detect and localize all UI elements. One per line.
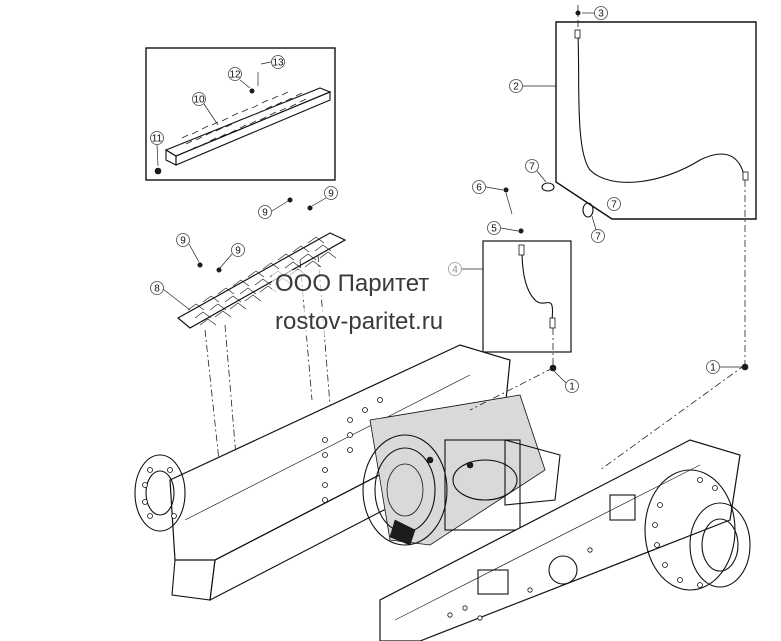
callout-7-right: 7 — [591, 229, 605, 243]
callout-label: 2 — [513, 82, 519, 93]
fittings — [503, 10, 749, 372]
callout-9-c: 9 — [258, 205, 272, 219]
callout-label: 11 — [152, 134, 163, 145]
callout-label: 7 — [529, 162, 535, 173]
callout-1-left: 1 — [565, 379, 579, 393]
watermark-company: ООО Паритет — [272, 270, 433, 298]
callout-7-hose: 7 — [607, 197, 621, 211]
callout-11: 11 — [150, 131, 164, 145]
callout-2: 2 — [509, 79, 523, 93]
plate-perforations — [181, 91, 307, 151]
callout-label: 8 — [154, 284, 160, 295]
inset-walkway-plate — [145, 47, 336, 181]
callout-9-b: 9 — [231, 243, 245, 257]
callout-label: 4 — [452, 265, 458, 276]
callout-label: 7 — [611, 200, 617, 211]
callout-5: 5 — [487, 221, 501, 235]
hose-leader-lines — [469, 5, 746, 471]
callout-label: 9 — [328, 189, 334, 200]
callout-label: 13 — [272, 58, 284, 69]
callout-label: 9 — [262, 208, 268, 219]
callout-label: 9 — [235, 246, 241, 257]
callout-label: 6 — [476, 183, 482, 194]
callout-10: 10 — [192, 92, 206, 106]
callout-label: 1 — [569, 382, 575, 393]
callout-7-top: 7 — [525, 159, 539, 173]
callout-3: 3 — [594, 6, 608, 20]
callout-9-d: 9 — [324, 186, 338, 200]
center-axle-housing — [362, 394, 561, 546]
callout-12: 12 — [228, 67, 242, 81]
inset-hose-small — [482, 240, 572, 353]
watermark-url: rostov-paritet.ru — [272, 308, 447, 336]
callout-label: 5 — [491, 224, 497, 235]
callout-label: 1 — [710, 363, 716, 374]
callout-9-a: 9 — [176, 233, 190, 247]
callout-6: 6 — [472, 180, 486, 194]
callout-label: 3 — [598, 9, 604, 20]
callout-label: 7 — [595, 232, 601, 243]
callout-label: 9 — [180, 236, 186, 247]
callout-4: 4 — [448, 262, 462, 276]
callout-label: 10 — [193, 95, 205, 106]
callout-8: 8 — [150, 281, 164, 295]
callout-label: 12 — [229, 70, 241, 81]
callout-13: 13 — [271, 55, 285, 69]
callout-markers: 1 1 2 3 4 5 — [150, 6, 742, 393]
callout-1-right: 1 — [706, 360, 720, 374]
right-track-frame — [379, 439, 751, 641]
inset-hose — [555, 21, 757, 220]
walkway-plate-8 — [176, 197, 347, 329]
